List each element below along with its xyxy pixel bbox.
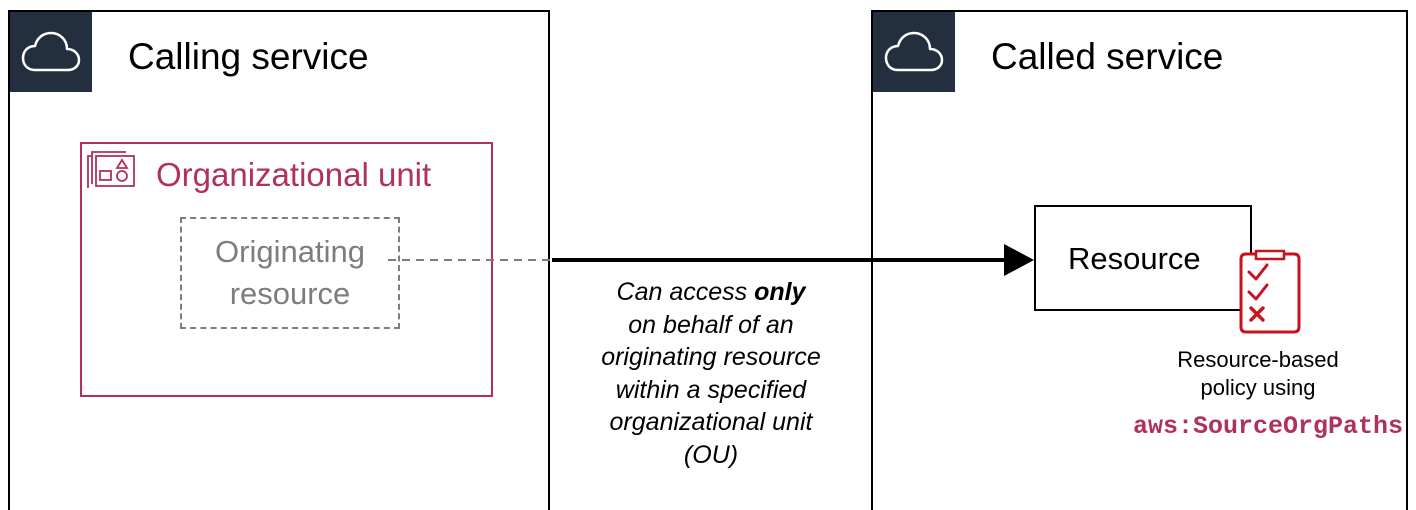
resource-box: Resource [1034,205,1252,311]
called-service-title: Called service [991,36,1224,77]
calling-service-title: Calling service [128,36,369,77]
called-service-tile [873,12,955,92]
access-caption-line4: within a specified [615,375,807,404]
access-caption-emphasis: only [754,278,806,306]
resource-label: Resource [1068,241,1201,276]
cloud-icon [884,31,944,72]
access-caption-line1: Can access only [616,278,806,306]
originating-resource-label-line1: Originating [215,234,365,269]
organizational-unit-box: Organizational unit Originating resource [80,142,493,397]
calling-service-box: Calling service Organizational unit Orig… [8,10,550,510]
policy-checklist-icon [1239,249,1301,334]
organizational-unit-title: Organizational unit [156,156,432,193]
originating-resource-label-line2: resource [229,276,351,311]
access-caption-line3: originating resource [601,343,821,371]
condition-key: aws:SourceOrgPaths [1132,412,1404,441]
access-caption-line6: (OU) [683,440,739,469]
access-arrow-head [1004,244,1034,276]
organizational-unit-icon [87,151,135,188]
calling-service-tile [10,12,92,92]
policy-description-line1: Resource-based [1177,347,1339,372]
access-caption: Can access only on behalf of an originat… [552,276,870,471]
access-caption-line5: organizational unit [609,408,813,436]
policy-description: Resource-based policy using [1130,346,1386,402]
cloud-icon [21,31,81,72]
originating-resource-box: Originating resource [180,217,400,329]
access-caption-line2: on behalf of an [628,310,794,339]
policy-description-line2: policy using [1200,375,1316,400]
